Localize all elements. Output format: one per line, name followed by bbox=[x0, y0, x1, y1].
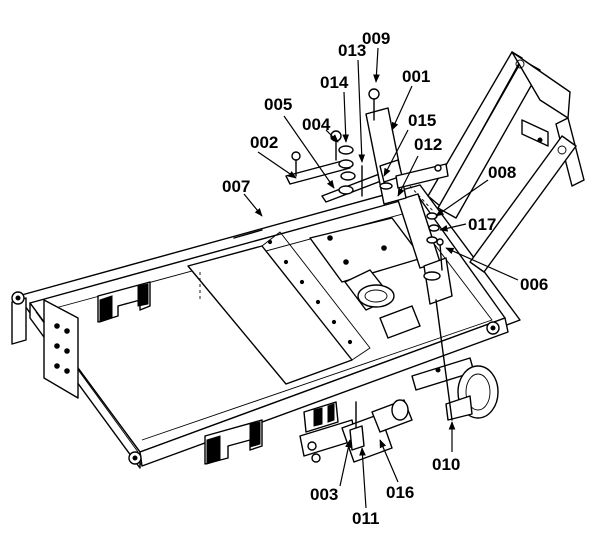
label-013: 013 bbox=[338, 41, 366, 60]
wheel-assembly bbox=[411, 357, 499, 421]
label-008: 008 bbox=[488, 163, 516, 182]
bottom-mechanism bbox=[299, 399, 413, 463]
label-001: 001 bbox=[402, 67, 430, 86]
handle-bracket-left bbox=[97, 281, 151, 323]
label-012: 012 bbox=[414, 135, 442, 154]
label-005: 005 bbox=[264, 95, 292, 114]
label-016: 016 bbox=[386, 483, 414, 502]
label-015: 015 bbox=[408, 111, 436, 130]
left-end-plate bbox=[43, 299, 79, 399]
label-004: 004 bbox=[302, 115, 331, 134]
motor-plate bbox=[309, 217, 423, 339]
deck-plate bbox=[187, 231, 371, 385]
hinged-arm bbox=[427, 51, 585, 273]
right-post bbox=[397, 193, 453, 305]
label-007: 007 bbox=[222, 177, 250, 196]
right-small-parts bbox=[426, 212, 453, 421]
label-003: 003 bbox=[310, 485, 338, 504]
label-002: 002 bbox=[250, 133, 278, 152]
part-labels: 009 013 001 014 005 004 015 002 012 008 … bbox=[222, 29, 548, 528]
label-011: 011 bbox=[352, 509, 379, 528]
label-014: 014 bbox=[320, 73, 349, 92]
label-009: 009 bbox=[362, 29, 390, 48]
handle-bracket-bottom bbox=[204, 419, 263, 465]
leader-lines bbox=[243, 47, 519, 509]
label-006: 006 bbox=[520, 275, 548, 294]
label-017: 017 bbox=[468, 215, 496, 234]
label-010: 010 bbox=[432, 455, 460, 474]
